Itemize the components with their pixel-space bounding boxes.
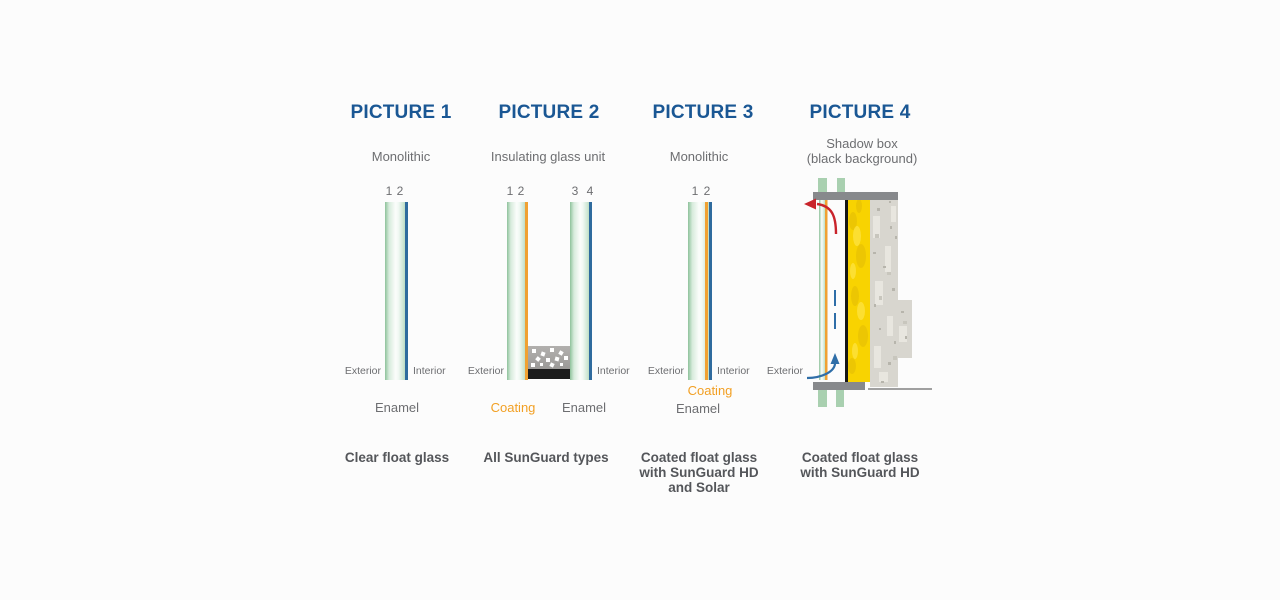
interior-label: Interior <box>597 365 630 377</box>
insulation-panel <box>848 199 870 382</box>
concrete-wall <box>870 200 912 387</box>
picture4-subtitle: Shadow box (black background) <box>806 136 918 166</box>
exterior-label: Exterior <box>467 365 504 377</box>
enamel-label: Enamel <box>675 401 721 416</box>
glass-pane-outer <box>507 202 528 380</box>
desiccant-dots-icon <box>531 348 568 368</box>
coating-label: Coating <box>490 400 536 415</box>
picture4-title: PICTURE 4 <box>809 102 911 123</box>
glass-pane <box>385 202 408 380</box>
black-background-line <box>845 200 848 382</box>
igu-sealant-bar <box>528 369 570 379</box>
picture3-caption: Coated float glass with SunGuard HD and … <box>639 450 759 495</box>
enamel-line-icon <box>405 202 408 380</box>
airflow-arrow-icon <box>806 290 840 380</box>
heat-exit-arrow-icon <box>804 198 838 235</box>
interior-label: Interior <box>413 365 446 377</box>
picture2-title: PICTURE 2 <box>498 102 600 123</box>
surface-number-1: 1 <box>506 184 514 198</box>
exterior-label: Exterior <box>647 365 684 377</box>
picture2-subtitle: Insulating glass unit <box>490 149 606 164</box>
surface-number-1: 1 <box>691 184 699 198</box>
exterior-label: Exterior <box>344 365 381 377</box>
exterior-label: Exterior <box>766 365 803 377</box>
interior-label: Interior <box>717 365 750 377</box>
picture4-caption: Coated float glass with SunGuard HD <box>800 450 920 480</box>
shadow-box-section-drawing <box>804 178 932 407</box>
coating-line-icon <box>705 202 708 380</box>
glazing-tabs-top <box>818 178 845 193</box>
surface-number-2: 2 <box>517 184 525 198</box>
surface-number-3: 3 <box>571 184 579 198</box>
coating-label: Coating <box>687 383 733 398</box>
enamel-label: Enamel <box>374 400 420 415</box>
enamel-line-icon <box>589 202 592 380</box>
picture2-caption: All SunGuard types <box>483 450 609 465</box>
surface-number-1: 1 <box>385 184 393 198</box>
surface-number-4: 4 <box>586 184 594 198</box>
picture1-caption: Clear float glass <box>344 450 450 465</box>
enamel-line-icon <box>709 202 712 380</box>
frame-bottom-bar <box>813 382 865 390</box>
igu-spacer <box>528 346 570 369</box>
picture3-title: PICTURE 3 <box>652 102 754 123</box>
picture3-subtitle: Monolithic <box>669 149 729 164</box>
surface-number-2: 2 <box>396 184 404 198</box>
glass-pane <box>688 202 712 380</box>
coating-line-icon <box>825 200 828 380</box>
glass-pane <box>819 200 828 380</box>
frame-top-bar <box>813 192 898 200</box>
coating-line-icon <box>525 202 528 380</box>
picture1-subtitle: Monolithic <box>371 149 431 164</box>
picture1-title: PICTURE 1 <box>350 102 452 123</box>
glass-pane-inner <box>570 202 592 380</box>
enamel-label: Enamel <box>561 400 607 415</box>
surface-number-2: 2 <box>703 184 711 198</box>
ground-line <box>868 388 932 390</box>
glazing-tabs-bottom <box>818 390 844 407</box>
